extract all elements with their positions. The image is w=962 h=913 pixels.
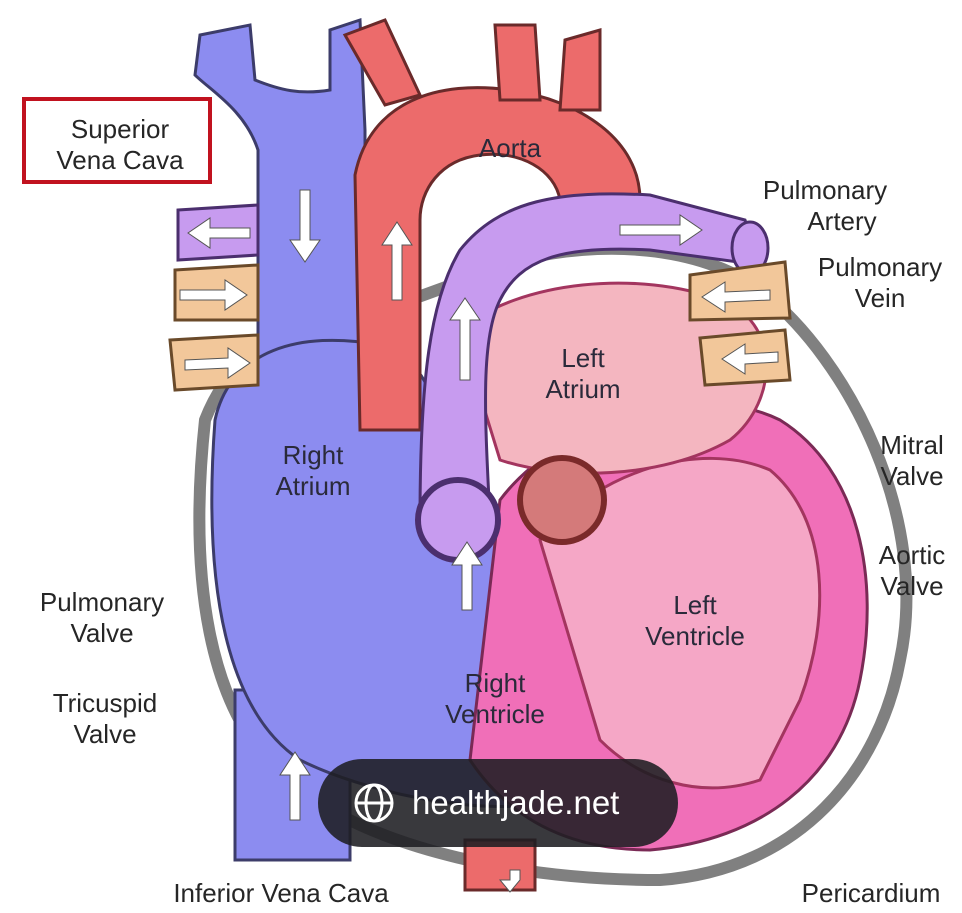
label-superior-vena-cava: Superior Vena Cava bbox=[44, 114, 196, 176]
label-pericardium: Pericardium bbox=[786, 878, 956, 909]
label-aortic-valve: Aortic Valve bbox=[864, 540, 960, 602]
label-aorta: Aorta bbox=[455, 133, 565, 164]
globe-icon bbox=[352, 781, 396, 825]
label-right-atrium: Right Atrium bbox=[258, 440, 368, 502]
label-left-ventricle: Left Ventricle bbox=[630, 590, 760, 652]
aorta-branch-2 bbox=[495, 25, 540, 100]
watermark-text: healthjade.net bbox=[412, 784, 619, 822]
label-pulmonary-artery: Pulmonary Artery bbox=[740, 175, 910, 237]
aortic-valve-shape bbox=[520, 458, 604, 542]
label-pulmonary-valve: Pulmonary Valve bbox=[22, 587, 182, 649]
aorta-branch-3 bbox=[560, 30, 600, 110]
label-mitral-valve: Mitral Valve bbox=[864, 430, 960, 492]
label-inferior-vena-cava: Inferior Vena Cava bbox=[146, 878, 416, 909]
label-right-ventricle: Right Ventricle bbox=[425, 668, 565, 730]
label-tricuspid-valve: Tricuspid Valve bbox=[40, 688, 170, 750]
pulmonary-valve-shape bbox=[418, 480, 498, 560]
watermark-badge: healthjade.net bbox=[318, 759, 678, 847]
label-left-atrium: Left Atrium bbox=[528, 343, 638, 405]
label-pulmonary-vein: Pulmonary Vein bbox=[800, 252, 960, 314]
descending-aorta bbox=[465, 840, 535, 890]
